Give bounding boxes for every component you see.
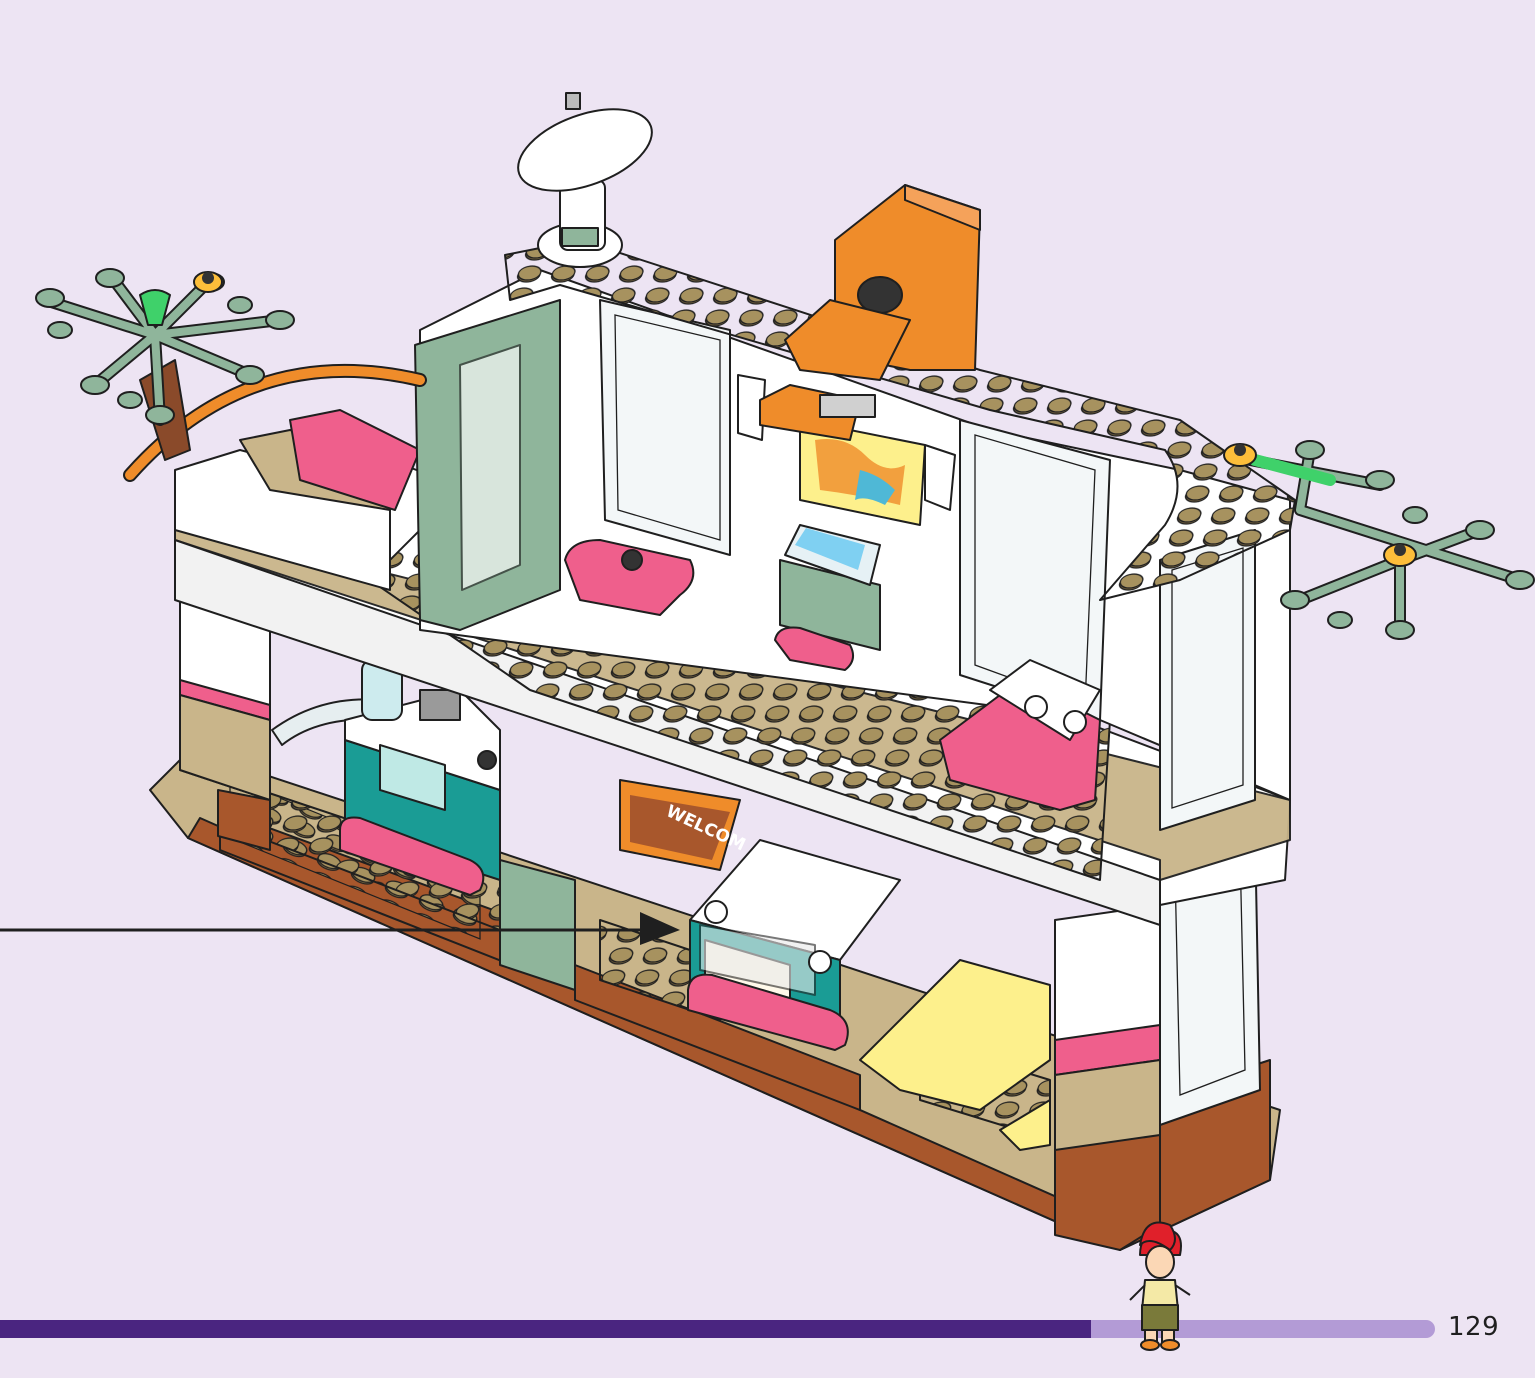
progress-bar — [0, 1320, 1435, 1338]
callout-arrow-icon — [0, 912, 680, 945]
minifigure-icon — [1129, 1221, 1191, 1351]
left-wall-lower — [179, 599, 271, 851]
pink-stool — [564, 539, 695, 616]
upper-back-wall — [419, 269, 1291, 831]
satellite-dish — [517, 92, 653, 268]
pink-seat-console — [687, 973, 849, 1051]
computer-terminal — [779, 524, 881, 651]
pink-bench-upper — [939, 659, 1101, 811]
left-tree — [35, 268, 295, 461]
right-tree — [1223, 440, 1535, 640]
upper-left-block — [174, 409, 421, 591]
welcome-mat: WELCOM — [619, 779, 748, 871]
progress-fill — [0, 1320, 1091, 1338]
page-number: 129 — [1448, 1312, 1500, 1342]
top-rim — [504, 239, 1296, 601]
map-screen — [737, 374, 956, 526]
door-frame — [414, 299, 561, 631]
orange-cabinet — [759, 184, 981, 441]
pink-seat-lower — [339, 816, 485, 896]
yellow-tiles — [859, 959, 1051, 1111]
lab-cabinet — [344, 659, 501, 881]
